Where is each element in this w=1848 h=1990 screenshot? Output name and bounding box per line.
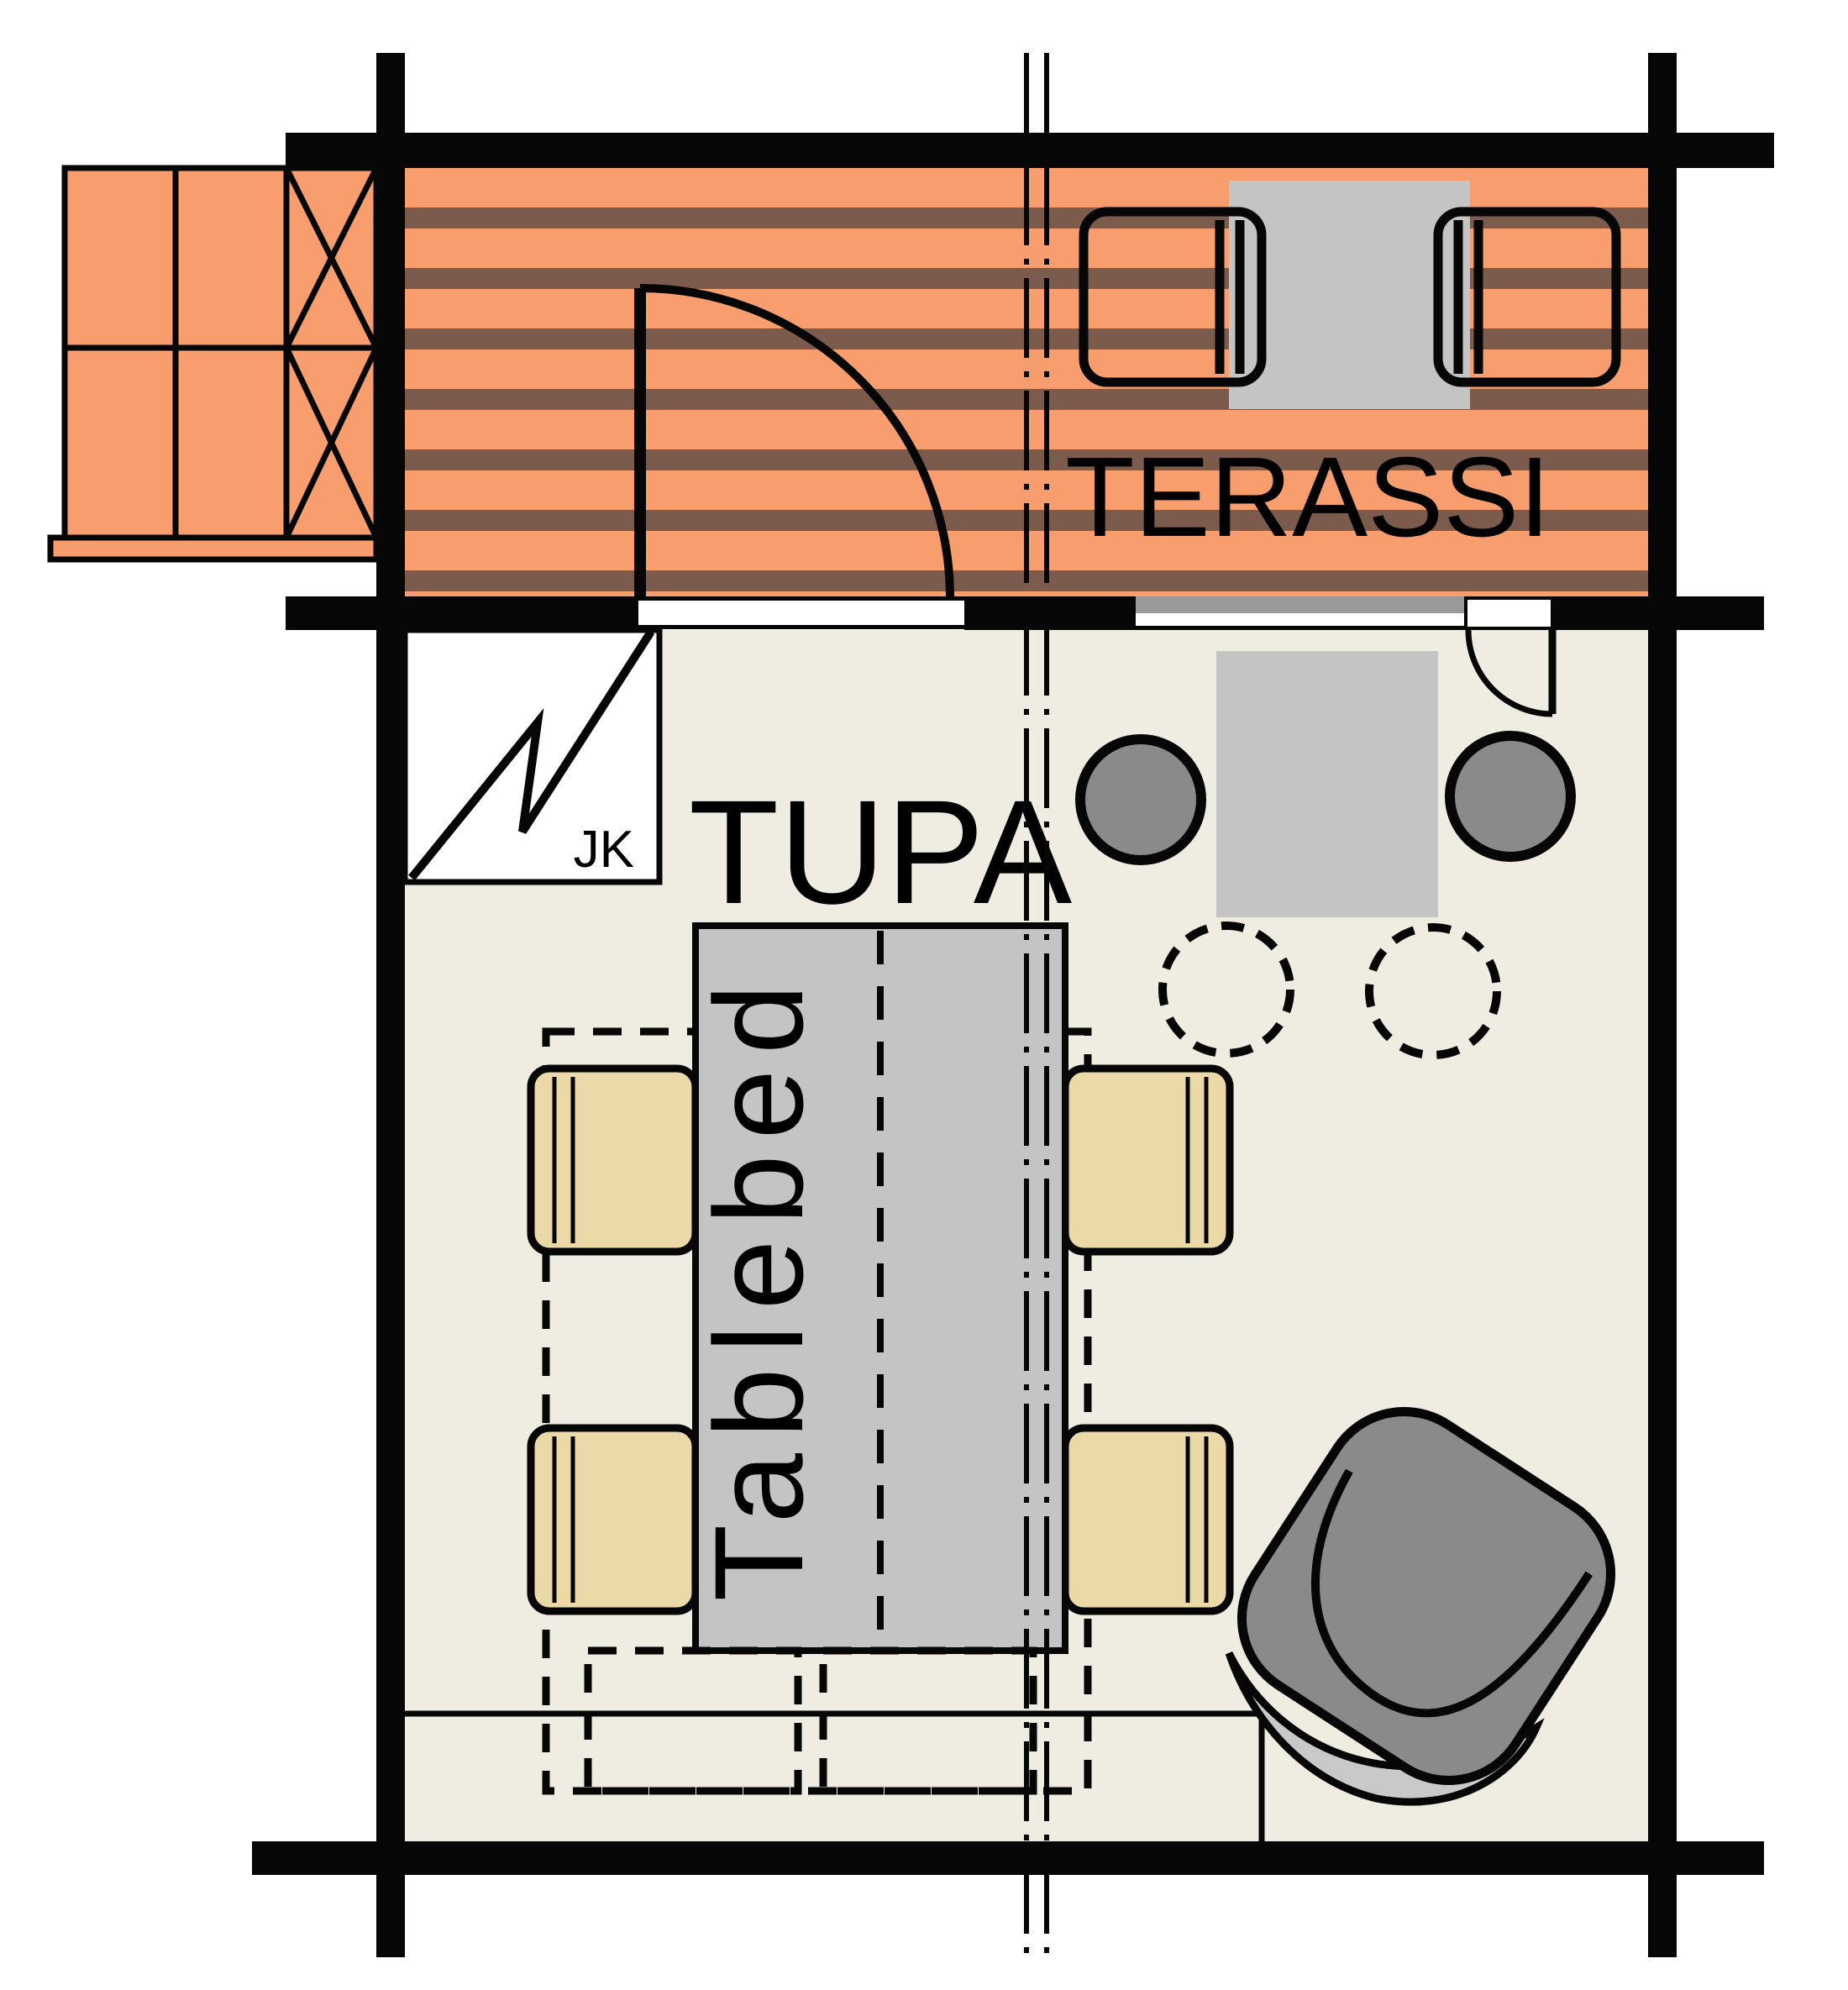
stool-dashed-left: [1158, 921, 1294, 1058]
stool-solid-left: [1075, 734, 1206, 865]
wall-bottom: [252, 1841, 1764, 1875]
stool-dashed-right: [1365, 923, 1501, 1059]
wall-terrace-tupa-left: [286, 596, 638, 630]
wall-terrace-tupa-right: [1552, 596, 1764, 630]
wall-top: [286, 133, 1774, 168]
side-door: [1464, 596, 1557, 717]
wall-right: [1648, 53, 1677, 1957]
main-door: [634, 284, 964, 629]
main-room-label: TUPA: [689, 770, 1073, 935]
tablebed-label: Tablebed: [688, 969, 829, 1602]
main-door-swing-arc: [639, 284, 954, 599]
fridge-zigzag: [408, 629, 655, 881]
tablebed-foldout-outline: [542, 1027, 1092, 1795]
fridge-box: JK: [402, 627, 663, 885]
armchair-seat-line: [1310, 1468, 1593, 1718]
fridge-label: JK: [574, 821, 634, 879]
stool-solid-right: [1445, 731, 1576, 862]
armchair: [1225, 1407, 1615, 1806]
window: [1136, 596, 1466, 630]
wall-left: [376, 53, 405, 1957]
tupa-dining-set: [1075, 651, 1576, 1059]
terrace-table: [1229, 181, 1470, 409]
entry-steps: [47, 165, 380, 563]
tablebed-extension-left: [584, 1646, 802, 1795]
terrace-label: TERASSI: [1065, 433, 1551, 560]
tablebed-extension-right: [819, 1646, 1037, 1795]
terrace-bench-left: [1079, 207, 1267, 387]
side-door-swing-arc: [1465, 629, 1553, 717]
tupa-table: [1216, 651, 1438, 917]
wall-terrace-tupa-mid: [964, 596, 1136, 630]
walls: [252, 53, 1774, 1957]
tablebed-group: Tablebed: [527, 922, 1234, 1795]
centerline: [1024, 53, 1049, 1957]
terrace-bench-right: [1433, 207, 1621, 387]
